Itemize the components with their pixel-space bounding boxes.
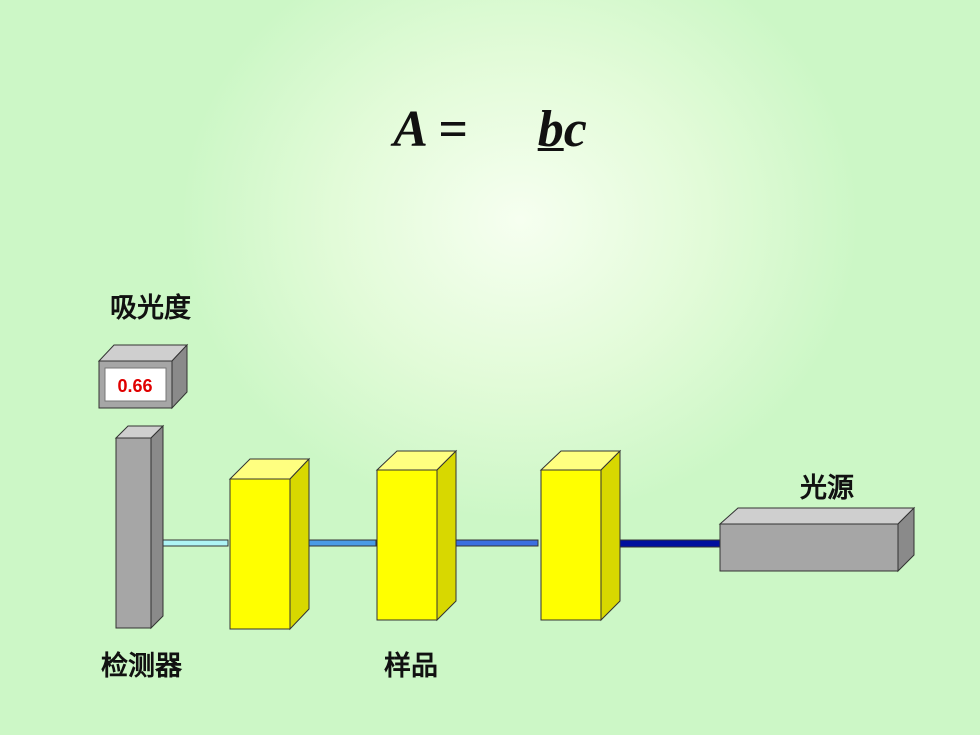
sample-cuvette-3 xyxy=(539,449,622,622)
light-source-box xyxy=(718,506,916,573)
detector-label: 检测器 xyxy=(101,651,182,682)
absorbance-display-box xyxy=(97,343,189,410)
light-beam-source xyxy=(613,539,721,548)
sample-cuvette-2 xyxy=(375,449,458,622)
light-source-label: 光源 xyxy=(800,473,854,504)
sample-label: 样品 xyxy=(384,651,438,682)
absorbance-reading: 0.66 xyxy=(117,376,152,396)
light-beam-detector xyxy=(156,539,229,547)
beer-lambert-formula: A = bc xyxy=(0,100,980,159)
formula-absorbance-symbol: A = xyxy=(393,101,468,158)
light-beam-3 xyxy=(449,539,539,547)
sample-cuvette-1 xyxy=(228,457,311,631)
absorbance-label: 吸光度 xyxy=(110,293,191,324)
formula-concentration-symbol: c xyxy=(563,101,587,158)
formula-path-length-symbol: b xyxy=(537,101,564,158)
detector-block xyxy=(114,424,165,630)
light-beam-2 xyxy=(302,539,377,547)
